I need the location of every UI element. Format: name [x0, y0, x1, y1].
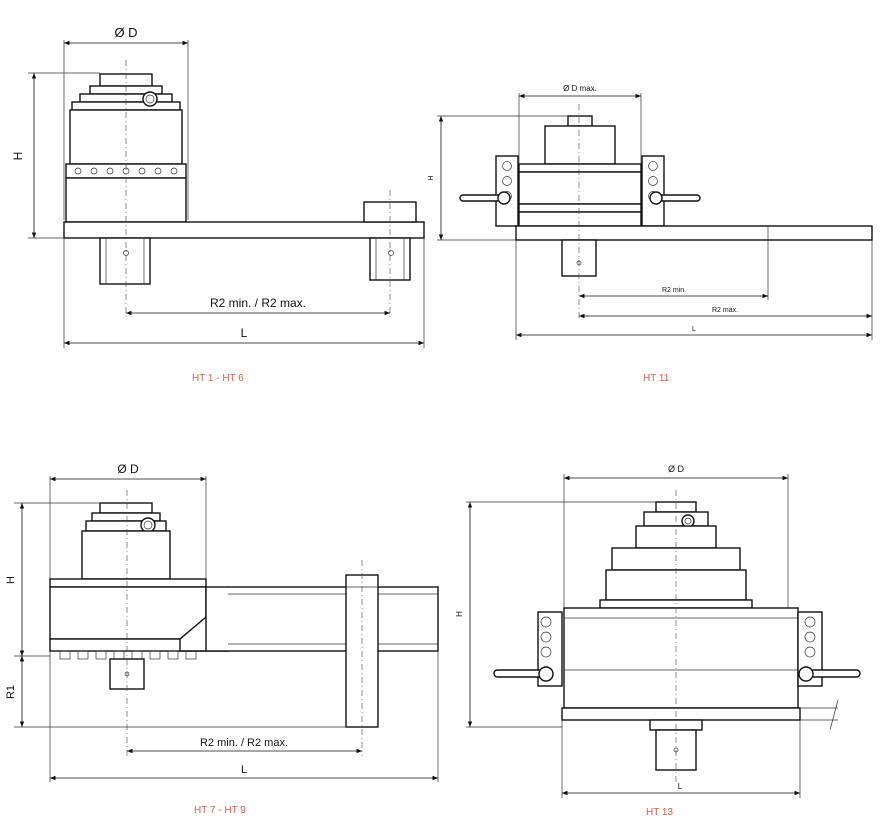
- dim-d-label: Ø D: [668, 464, 685, 474]
- dim-l-label: L: [241, 326, 248, 340]
- drawing-ht1-ht6: Ø D H R2 min. / R2 max. L: [11, 25, 425, 348]
- dim-r2max-label: R2 max.: [712, 307, 738, 314]
- dim-h-label: H: [455, 611, 464, 617]
- dim-h-label: H: [11, 152, 25, 161]
- caption-ht11: HT 11: [643, 373, 670, 384]
- drawing-ht7-ht9: Ø D H R1 R2 min. / R2 max. L: [5, 462, 439, 782]
- caption-ht13: HT 13: [646, 807, 674, 818]
- dim-h-label: H: [5, 576, 17, 584]
- dim-l-label: L: [692, 326, 696, 333]
- dim-dmax-label: Ø D max.: [563, 84, 597, 93]
- dim-h-label: H: [428, 175, 435, 180]
- caption-ht7-ht9: HT 7 - HT 9: [194, 805, 246, 816]
- dim-r2-label: R2 min. / R2 max.: [210, 296, 306, 310]
- bolt-row: [59, 650, 197, 660]
- drawing-ht13: Ø D H L: [455, 464, 861, 798]
- caption-ht1-ht6: HT 1 - HT 6: [192, 373, 244, 384]
- dim-d-label: Ø D: [117, 462, 139, 476]
- dim-l-label: L: [241, 764, 247, 776]
- dim-r2-label: R2 min. / R2 max.: [200, 737, 288, 749]
- dim-d-label: Ø D: [114, 25, 137, 40]
- dim-r1-label: R1: [5, 685, 17, 699]
- dim-r2min-label: R2 min.: [662, 287, 686, 294]
- dim-l-label: L: [678, 782, 683, 791]
- drawing-ht11: Ø D max. H R2 min. R2 max. L: [428, 84, 873, 340]
